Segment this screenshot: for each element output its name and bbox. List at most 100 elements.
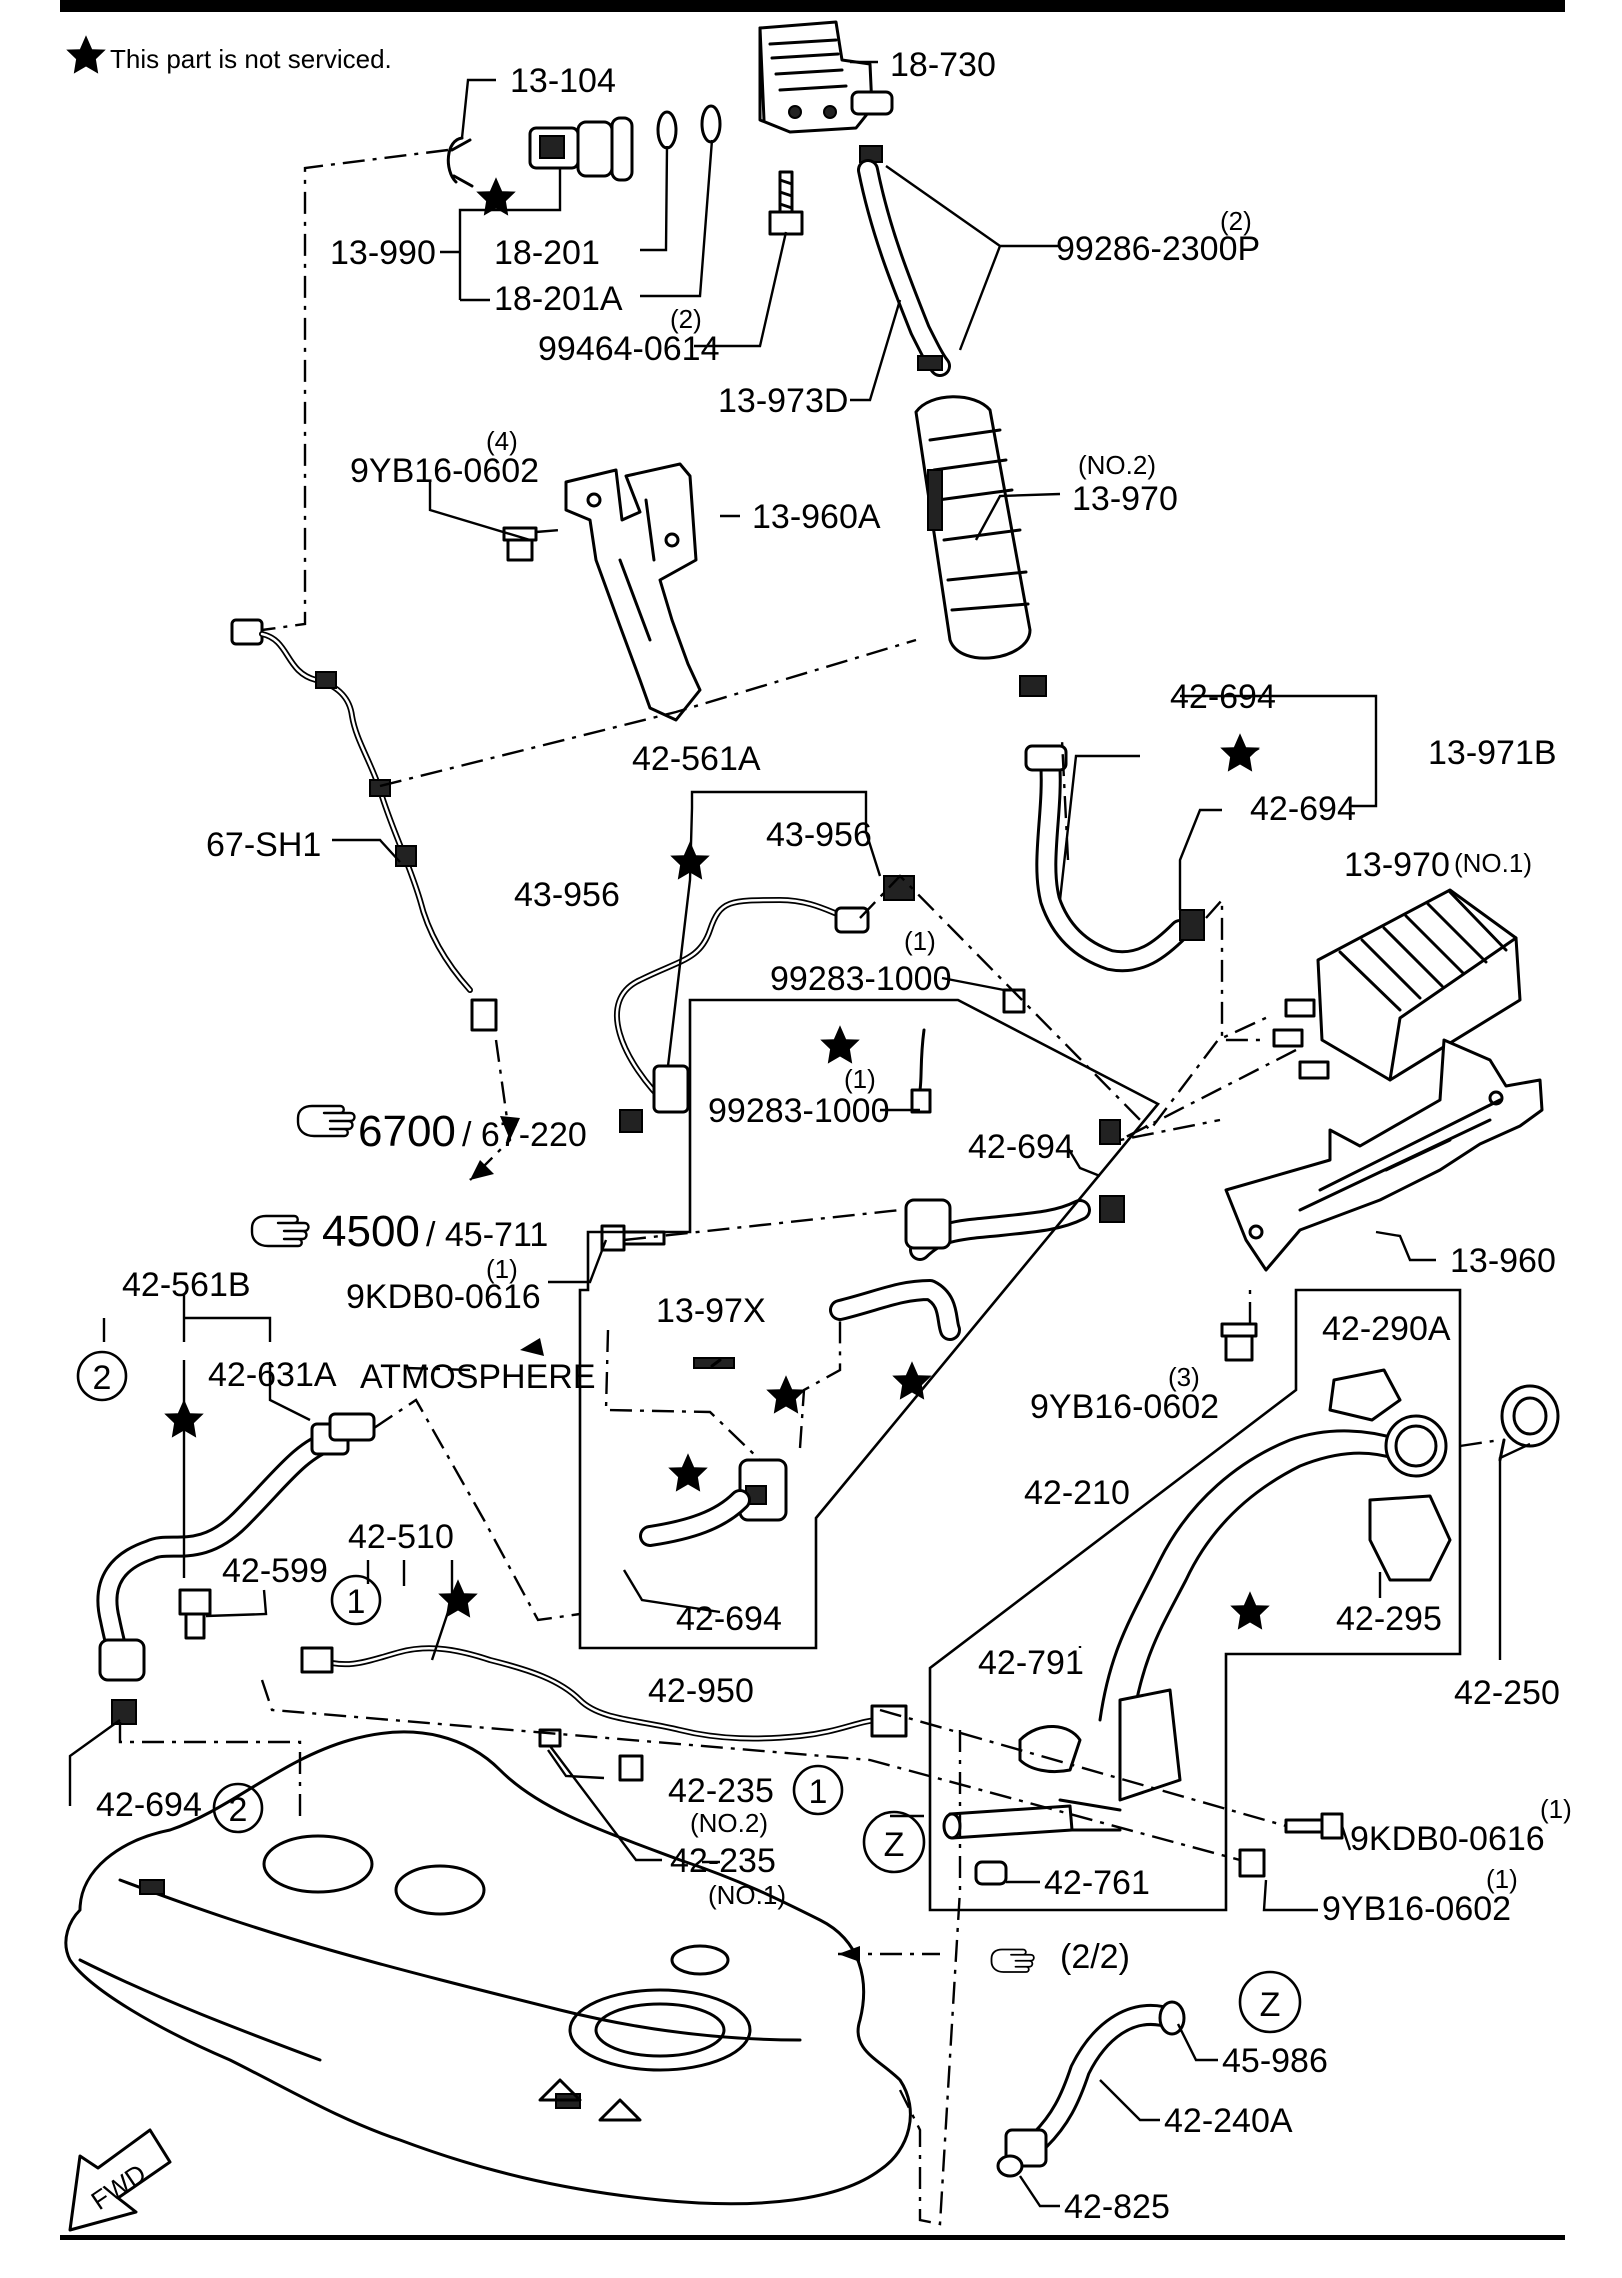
canister-13-970-no1 [1272, 888, 1522, 1082]
sensor-clip-13-104 [446, 136, 474, 188]
qty-9kdb0-0616-bottom: (1) [1540, 1794, 1572, 1824]
purge-valve-assembly [639, 1028, 1125, 1547]
top-frame-bar [60, 0, 1565, 12]
label-45-986: 45-986 [1222, 2042, 1328, 2080]
ref-line-bolt-purge [623, 1208, 901, 1242]
star-icon [438, 1579, 478, 1618]
ref-line-13-97x-valve [604, 1329, 761, 1461]
clamp-42-761 [974, 1860, 1008, 1886]
label-67-sh1: 67-SH1 [206, 826, 321, 864]
ref-line-42-694-canister [1205, 896, 1262, 1042]
star-icon [1220, 733, 1260, 772]
label-42-235-no2-suffix: (NO.2) [690, 1808, 768, 1838]
label-42-235-no1: 42-235 [670, 1842, 776, 1880]
star-icon [668, 1453, 708, 1492]
o-ring-18-201 [656, 110, 678, 150]
label-9kdb0-0616-bottom: 9KDB0-0616 [1350, 1820, 1545, 1858]
fwd-arrow-icon: FWD [68, 2128, 172, 2232]
callout-1-clip-text: 1 [809, 1773, 828, 1811]
ref-line-67-220 [469, 1039, 512, 1181]
label-13-973d: 13-973D [718, 382, 848, 420]
label-42-250: 42-250 [1454, 1674, 1560, 1712]
bolt-9kdb0-0616-bottom [1284, 1812, 1344, 1840]
label-42-235-no2: 42-235 [668, 1772, 774, 1810]
pointing-hand-icon [296, 1104, 356, 1138]
bracket-13-960 [1224, 1038, 1544, 1272]
qty-99464-0614: (2) [670, 304, 702, 334]
fitting-42-631a [328, 1412, 376, 1442]
qty-99283-1000-a: (1) [904, 926, 936, 956]
ref-4500-number: 4500 [322, 1207, 420, 1256]
bottom-frame-bar [60, 2235, 1565, 2240]
label-42-791: 42-791 [978, 1644, 1084, 1682]
label-99283-1000-a: 99283-1000 [770, 960, 952, 998]
hose-13-971b [1024, 744, 1205, 973]
label-99286-2300p: 99286-2300P [1056, 230, 1260, 268]
hose-42-561a [613, 875, 915, 1133]
ref-line-42-510 [260, 1679, 1241, 1862]
label-13-960a: 13-960A [752, 498, 881, 536]
label-18-201: 18-201 [494, 234, 600, 272]
ref-line-fuel-cap [1459, 1438, 1501, 1448]
label-13-970-no1: 13-970 [1344, 846, 1450, 884]
bracket-13-960a [564, 462, 702, 722]
clamp-42-825 [996, 2154, 1024, 2178]
ref-line-42-240a [898, 1730, 962, 2226]
bolt-9yb16-0602-top [502, 526, 538, 562]
label-42-631a: 42-631A [208, 1356, 337, 1394]
callout-circle-1 [330, 1574, 382, 1626]
ref-4500-suffix: / 45-711 [426, 1216, 548, 1254]
label-9yb16-0602-bottom: 9YB16-0602 [1322, 1890, 1511, 1928]
clip-42-235-no2 [618, 1754, 644, 1782]
arrow-tank-page [838, 1946, 860, 1962]
callout-z-2-text: Z [1260, 1986, 1281, 2024]
evap-filter-18-730 [758, 20, 894, 163]
label-42-240a: 42-240A [1164, 2102, 1293, 2140]
label-13-970-no1-suffix: (NO.1) [1454, 848, 1532, 878]
callout-circle-z-2 [1238, 1970, 1302, 2034]
clip-42-599 [178, 1588, 212, 1640]
star-icon [66, 35, 106, 74]
star-icon [892, 1361, 932, 1400]
label-9yb16-0602-top: 9YB16-0602 [350, 452, 539, 490]
callout-circle-z [862, 1810, 926, 1874]
label-atmosphere: ATMOSPHERE [360, 1358, 596, 1396]
label-42-510: 42-510 [348, 1518, 454, 1556]
qty-99286-2300p: (2) [1220, 206, 1252, 236]
label-13-104: 13-104 [510, 62, 616, 100]
star-icon [766, 1375, 806, 1414]
frame-42-950 [578, 998, 1161, 1650]
ref-line-42-694-tank [118, 1722, 302, 1820]
ref-6700-suffix: / 67-220 [462, 1116, 587, 1154]
label-13-990: 13-990 [330, 234, 436, 272]
label-43-956-b: 43-956 [514, 876, 620, 914]
label-13-971b: 13-971B [1428, 734, 1557, 772]
label-9kdb0-0616-top: 9KDB0-0616 [346, 1278, 541, 1316]
callout-z-text: Z [884, 1826, 905, 1864]
ref-line-canister-bracket [1119, 1048, 1297, 1142]
qty-9yb16-0602-top: (4) [486, 426, 518, 456]
pressure-sensor-group [446, 104, 722, 188]
arrow-45-711 [470, 1160, 494, 1180]
part-42-295 [1368, 1494, 1452, 1582]
fuel-pipe-42-510 [300, 1645, 908, 1782]
label-42-694-e: 42-694 [96, 1786, 202, 1824]
ref-line-sensor-harness [261, 148, 449, 632]
hose-13-973d [857, 159, 951, 377]
bolt-99464-0614 [768, 170, 804, 236]
label-42-599: 42-599 [222, 1552, 328, 1590]
label-42-694-c: 42-694 [968, 1128, 1074, 1166]
label-13-970-no2-suffix: (NO.2) [1078, 450, 1156, 480]
pipe-z-end [942, 1804, 1074, 1840]
label-99464-0614: 99464-0614 [538, 330, 720, 368]
ref-line-filler-bolt [879, 1708, 1287, 1828]
arrow-atmosphere [520, 1338, 544, 1356]
callout-circle-2 [76, 1350, 128, 1402]
ref-line-harness-canister [379, 638, 917, 788]
label-42-295: 42-295 [1336, 1600, 1442, 1638]
label-18-201a: 18-201A [494, 280, 623, 318]
label-42-210: 42-210 [1024, 1474, 1130, 1512]
label-42-694-b: 42-694 [1250, 790, 1356, 828]
fuel-tank [64, 1730, 912, 2206]
